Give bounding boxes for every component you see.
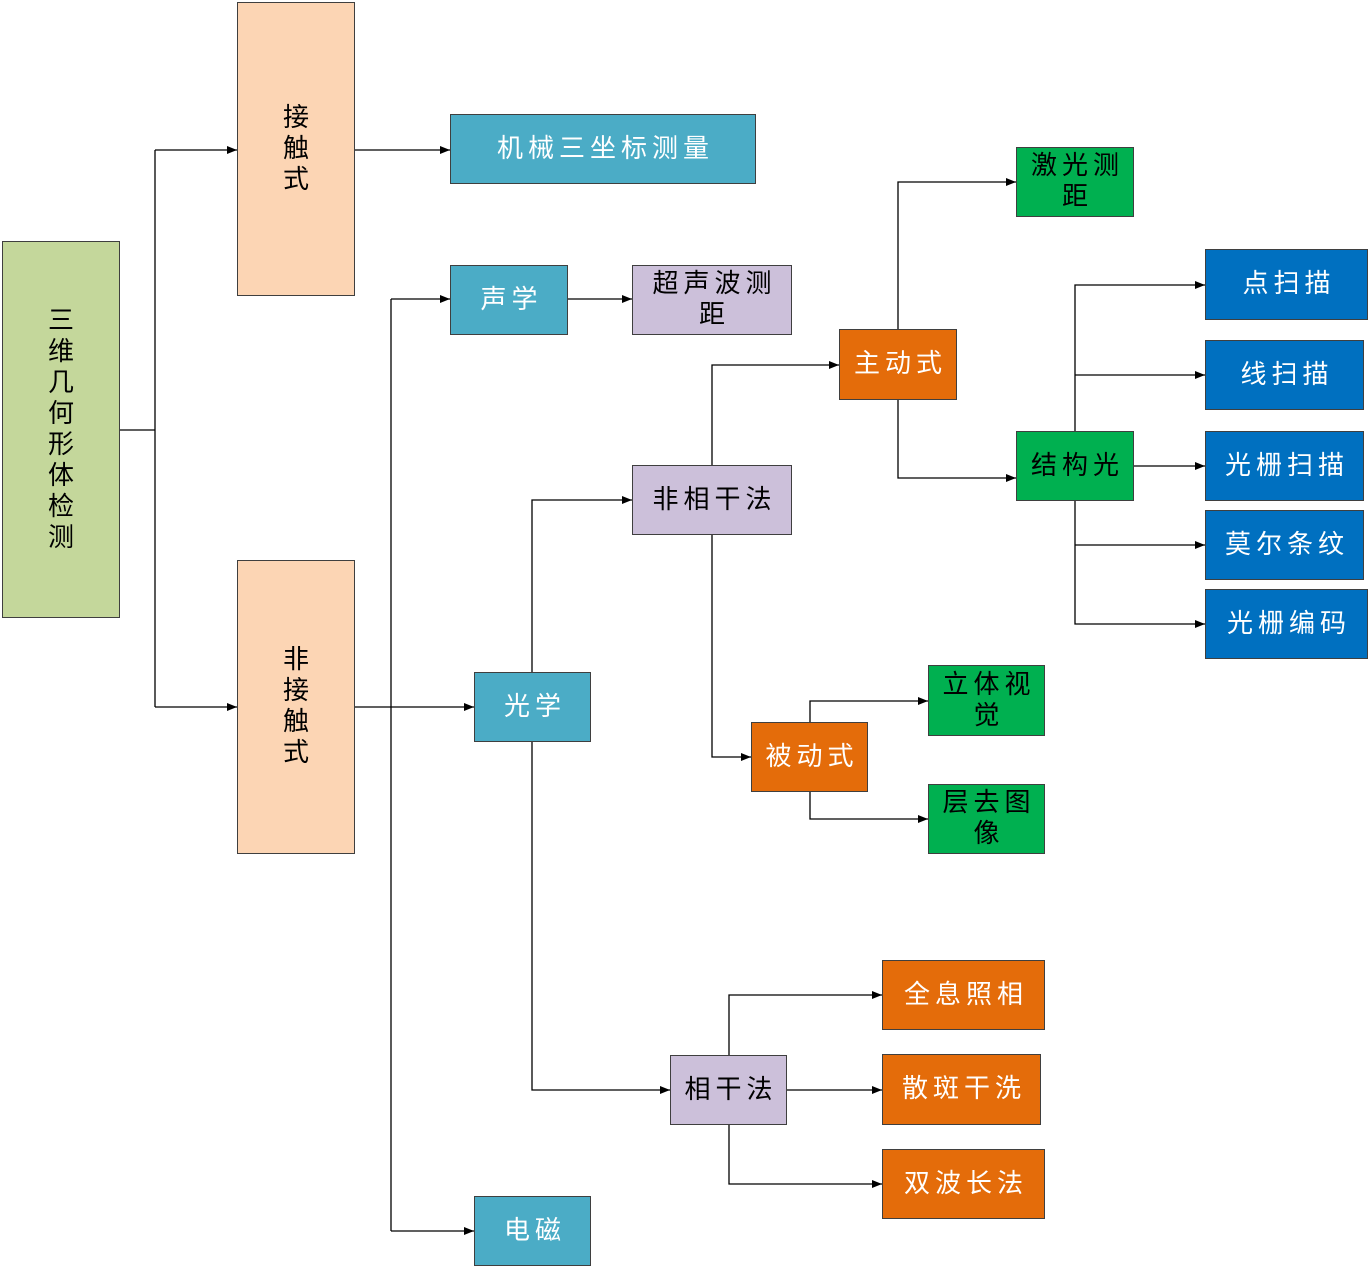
node-point-scan-label: 点扫描 <box>1242 269 1336 299</box>
connector-structured-grating-code <box>1074 501 1205 628</box>
node-passive-label: 被动式 <box>765 741 859 772</box>
node-active: 主动式 <box>839 329 957 400</box>
node-grating-scan: 光栅扫描 <box>1205 431 1364 501</box>
node-acoustic: 声学 <box>450 265 568 335</box>
node-line-scan: 线扫描 <box>1205 340 1364 410</box>
node-structured: 结构光 <box>1016 431 1134 501</box>
node-grating-code-label: 光栅编码 <box>1226 608 1351 639</box>
node-electromagnetic-label: 电磁 <box>503 1215 566 1246</box>
node-acoustic-label: 声学 <box>480 284 543 315</box>
node-moire: 莫尔条纹 <box>1205 510 1364 580</box>
node-ultrasonic-label: 超声波测距 <box>652 269 777 330</box>
node-incoherent-label: 非相干法 <box>652 484 777 515</box>
node-layered: 层去图像 <box>928 784 1045 854</box>
connector-active-structured <box>897 400 1016 482</box>
connector-coherent-holography <box>728 991 882 1055</box>
node-moire-label: 莫尔条纹 <box>1224 529 1349 560</box>
node-optical-label: 光学 <box>503 691 566 722</box>
node-root: 三维几何形体检测 <box>2 241 120 618</box>
node-dual-wave-label: 双波长法 <box>903 1168 1028 1199</box>
node-holography: 全息照相 <box>882 960 1045 1030</box>
node-speckle-label: 散斑干洗 <box>901 1074 1026 1104</box>
connector-structured-point-scan <box>1074 281 1205 431</box>
connector-optical-coherent <box>531 742 670 1094</box>
connector-incoherent-active <box>711 361 839 465</box>
node-noncontact-label: 非接触式 <box>282 645 309 768</box>
node-stereo: 立体视觉 <box>928 665 1045 736</box>
node-ultrasonic: 超声波测距 <box>632 265 792 335</box>
connector-incoherent-passive <box>711 535 751 761</box>
node-laser: 激光测距 <box>1016 147 1134 217</box>
node-coherent-label: 相干法 <box>684 1074 778 1105</box>
node-electromagnetic: 电磁 <box>474 1196 591 1266</box>
node-cmm-label: 机械三坐标测量 <box>496 133 714 164</box>
node-speckle: 散斑干洗 <box>882 1054 1041 1125</box>
node-grating-code: 光栅编码 <box>1205 589 1368 659</box>
node-root-label: 三维几何形体检测 <box>47 305 74 553</box>
node-layered-label: 层去图像 <box>942 788 1036 849</box>
node-laser-label: 激光测距 <box>1030 151 1124 212</box>
node-contact-label: 接触式 <box>282 102 309 195</box>
node-incoherent: 非相干法 <box>632 465 792 535</box>
connector-optical-incoherent <box>531 496 632 672</box>
node-line-scan-label: 线扫描 <box>1240 359 1334 390</box>
node-active-label: 主动式 <box>853 349 947 379</box>
node-holography-label: 全息照相 <box>903 979 1028 1010</box>
connector-passive-stereo <box>809 697 928 722</box>
node-optical: 光学 <box>474 672 591 742</box>
node-stereo-label: 立体视觉 <box>942 669 1036 731</box>
node-grating-scan-label: 光栅扫描 <box>1224 450 1349 481</box>
connector-passive-layered <box>809 792 928 823</box>
node-contact: 接触式 <box>237 2 355 296</box>
node-structured-label: 结构光 <box>1030 450 1124 481</box>
node-dual-wave: 双波长法 <box>882 1149 1045 1219</box>
connector-coherent-dual-wave <box>728 1125 882 1188</box>
node-coherent: 相干法 <box>670 1055 787 1125</box>
node-point-scan: 点扫描 <box>1205 249 1368 320</box>
node-cmm: 机械三坐标测量 <box>450 114 756 184</box>
connector-active-laser <box>897 178 1016 329</box>
node-passive: 被动式 <box>751 722 868 792</box>
node-noncontact: 非接触式 <box>237 560 355 854</box>
